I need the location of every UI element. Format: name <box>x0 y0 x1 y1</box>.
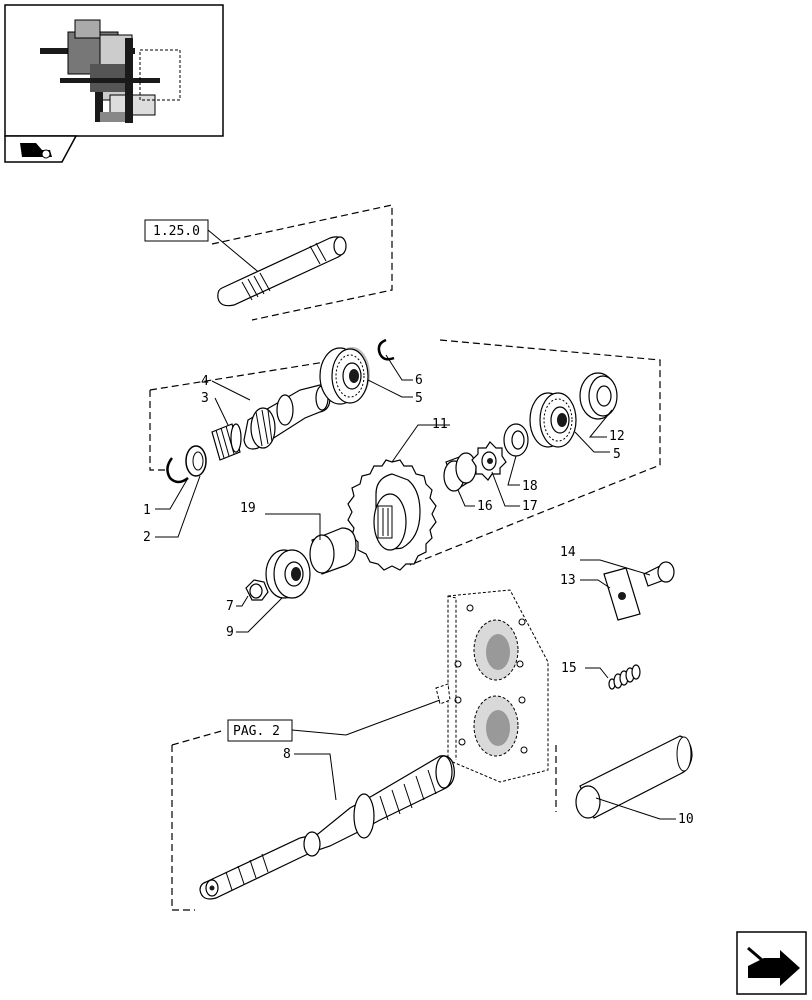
sleeve <box>309 527 357 575</box>
callout-2: 2 <box>143 530 151 545</box>
category-tab[interactable] <box>4 135 78 163</box>
callout-8: 8 <box>283 747 291 762</box>
dowel-pin <box>575 735 693 819</box>
callout-6: 6 <box>415 373 423 388</box>
tractor-icon <box>20 143 52 159</box>
callout-5b: 5 <box>613 447 621 462</box>
splined-shaft <box>217 236 347 307</box>
assembly-thumbnail[interactable] <box>4 4 224 137</box>
housing-plate <box>435 589 549 783</box>
ball-bearing <box>319 347 370 405</box>
roller-bearing <box>265 549 311 599</box>
callout-18: 18 <box>522 479 538 494</box>
hex-nut <box>245 579 269 601</box>
next-page-arrow-icon[interactable] <box>736 931 807 995</box>
callout-10: 10 <box>678 812 694 827</box>
callout-17: 17 <box>522 499 538 514</box>
callout-12: 12 <box>609 429 625 444</box>
small-sprocket <box>471 441 507 481</box>
ball-bearing-right <box>529 392 577 448</box>
callout-5a: 5 <box>415 391 423 406</box>
needle-bearing <box>211 423 242 461</box>
reference-box-1-25-0[interactable]: 1.25.0 <box>144 219 209 242</box>
callout-14: 14 <box>560 545 576 560</box>
callout-19: 19 <box>240 501 256 516</box>
pinion-shaft <box>243 384 331 450</box>
callout-labels: 4 3 1 2 6 5 11 12 5 18 17 16 19 7 9 14 1… <box>143 373 694 827</box>
reference-label: PAG. 2 <box>233 724 280 739</box>
snap-ring <box>166 457 189 484</box>
callout-7: 7 <box>226 599 234 614</box>
reference-label: 1.25.0 <box>153 224 200 239</box>
washer <box>503 423 529 457</box>
callout-16: 16 <box>477 499 493 514</box>
input-shaft-group: 1.25.0 <box>144 204 393 321</box>
callout-11: 11 <box>432 417 448 432</box>
output-shaft <box>171 729 557 911</box>
spacer-bushing <box>443 452 477 492</box>
callout-4: 4 <box>201 374 209 389</box>
callout-13: 13 <box>560 573 576 588</box>
bearing-ring <box>579 372 618 420</box>
callout-9: 9 <box>226 625 234 640</box>
reference-box-pag-2[interactable]: PAG. 2 <box>227 719 293 742</box>
callout-15: 15 <box>561 661 577 676</box>
spring <box>608 664 641 690</box>
spur-gear <box>347 459 437 571</box>
callout-1: 1 <box>143 503 151 518</box>
retaining-plate <box>603 567 641 621</box>
screw <box>643 561 675 587</box>
callout-3: 3 <box>201 391 209 406</box>
thrust-washer <box>185 445 207 477</box>
leader-lines <box>155 354 676 820</box>
